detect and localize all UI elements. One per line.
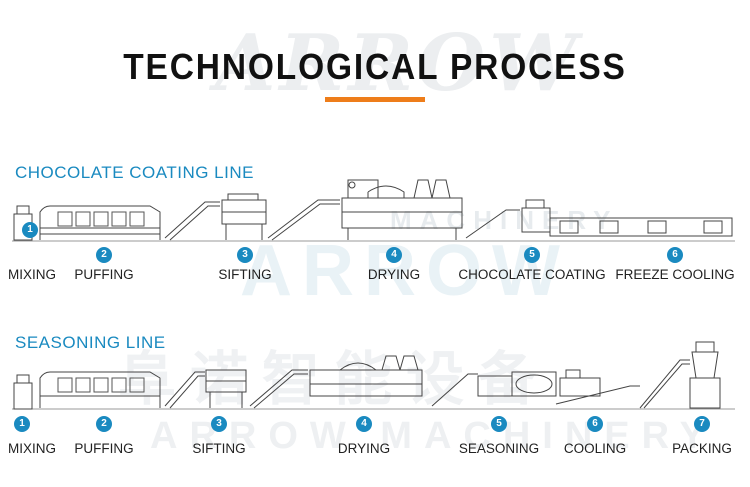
chocolate-line-drawing <box>12 179 735 242</box>
title-underline <box>325 97 425 102</box>
step-badge-2: 2 <box>96 247 112 263</box>
step-label-seasoning: SEASONING <box>458 441 540 456</box>
step-badge-4: 4 <box>356 416 372 432</box>
step-badge-7: 7 <box>694 416 710 432</box>
step-label-puffing: PUFFING <box>74 441 134 456</box>
step-label-sifting: SIFTING <box>218 267 272 282</box>
step-badge-5: 5 <box>524 247 540 263</box>
step-label-freeze-cooling: FREEZE COOLING <box>615 267 735 282</box>
step-badge-4: 4 <box>386 247 402 263</box>
step-badge-2: 2 <box>96 416 112 432</box>
step-badge-5: 5 <box>491 416 507 432</box>
step-badge-6: 6 <box>667 247 683 263</box>
step-label-mixing: MIXING <box>7 441 57 456</box>
step-badge-1: 1 <box>14 416 30 432</box>
step-badge-6: 6 <box>587 416 603 432</box>
line-title-seasoning: SEASONING LINE <box>15 333 166 352</box>
step-badge-1: 1 <box>22 222 38 238</box>
step-label-puffing: PUFFING <box>74 267 134 282</box>
step-label-packing: PACKING <box>672 441 732 456</box>
page-title: TECHNOLOGICAL PROCESS <box>123 46 627 87</box>
step-label-drying: DRYING <box>337 441 391 456</box>
step-label-chocolate-coating: CHOCOLATE COATING <box>458 267 606 282</box>
step-label-drying: DRYING <box>367 267 421 282</box>
step-label-sifting: SIFTING <box>192 441 246 456</box>
seasoning-line-drawing <box>12 341 735 410</box>
line-title-chocolate: CHOCOLATE COATING LINE <box>15 163 254 182</box>
step-label-mixing: MIXING <box>7 267 57 282</box>
step-badge-3: 3 <box>211 416 227 432</box>
step-badge-3: 3 <box>237 247 253 263</box>
step-label-cooling: COOLING <box>563 441 627 456</box>
